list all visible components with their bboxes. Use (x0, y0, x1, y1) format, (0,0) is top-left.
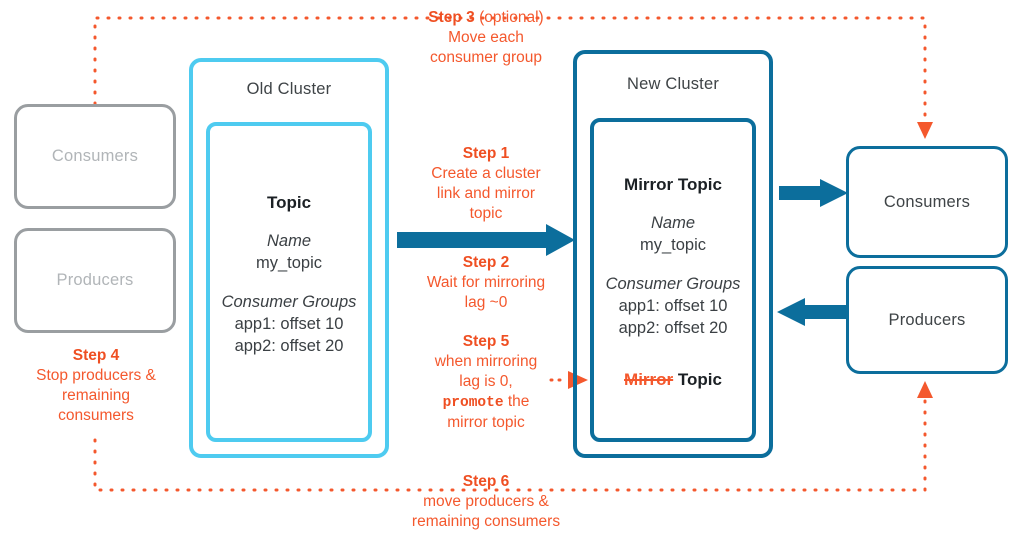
old-cluster-topic-box[interactable] (206, 122, 372, 442)
old-topic-groups-label: Consumer Groups (221, 292, 357, 311)
left-producers-label: Producers (56, 271, 134, 289)
new-topic-heading: Mirror Topic (624, 175, 722, 194)
step5-label: Step 5 (462, 333, 510, 350)
promoted-strike-text: Mirror (624, 370, 674, 389)
cluster-link-arrow-icon (397, 224, 575, 256)
step3-suffix: (optional) (474, 9, 544, 26)
old-topic-group-0: app1: offset 10 (234, 314, 344, 333)
old-cluster-title: Old Cluster (246, 80, 332, 98)
producers-to-new-cluster-arrow-icon (777, 298, 846, 326)
step1-line-1: link and mirror (436, 185, 536, 203)
step3-arrowhead-icon (917, 122, 933, 139)
step4-line-1: remaining (61, 387, 131, 405)
old-topic-content: Topic Name my_topic Consumer Groups app1… (206, 192, 372, 357)
old-topic-group-1: app2: offset 20 (234, 336, 344, 355)
step6-annotation: Step 6 move producers & remaining consum… (380, 472, 592, 532)
old-topic-name-label: Name (266, 232, 311, 251)
step2-annotation: Step 2 Wait for mirroring lag ~0 (392, 253, 580, 313)
step3-label: Step 3 (428, 9, 475, 26)
new-topic-group-1: app2: offset 20 (618, 318, 728, 337)
step4-label: Step 4 (72, 347, 120, 364)
new-cluster-to-consumers-arrow-icon (779, 179, 848, 207)
promoted-topic-label: Mirror Topic (590, 370, 756, 390)
left-producers-box[interactable]: Producers (14, 228, 176, 333)
step5-promote-command: promote (442, 395, 504, 412)
new-topic-groups-label: Consumer Groups (605, 274, 741, 293)
step3-annotation: Step 3 (optional) Move each consumer gro… (398, 8, 574, 68)
step5-line-3-rest: the (503, 393, 530, 411)
right-producers-label: Producers (888, 310, 966, 329)
step1-label: Step 1 (462, 145, 510, 162)
step2-line-0: Wait for mirroring (426, 274, 546, 292)
step4-line-0: Stop producers & (36, 367, 156, 385)
step5-annotation: Step 5 when mirroring lag is 0, promote … (398, 332, 574, 433)
step5-line-2: lag is 0, (459, 373, 513, 391)
right-consumers-label: Consumers (883, 192, 971, 211)
step1-line-0: Create a cluster (431, 165, 541, 183)
old-topic-heading: Topic (266, 193, 312, 212)
step4-line-2: consumers (58, 407, 134, 425)
new-topic-name-value: my_topic (639, 236, 707, 255)
old-cluster-box[interactable] (189, 58, 389, 458)
new-cluster-box[interactable] (573, 50, 773, 458)
right-producers-box[interactable]: Producers (846, 266, 1008, 374)
step3-line-0: Move each (448, 29, 524, 47)
step6-label: Step 6 (462, 473, 510, 490)
step2-line-1: lag ~0 (464, 294, 508, 312)
new-topic-group-0: app1: offset 10 (618, 296, 728, 315)
promoted-rest-text: Topic (673, 370, 722, 389)
step6-line-1: remaining consumers (411, 513, 561, 531)
step5-line-4: mirror topic (447, 414, 525, 432)
new-cluster-title: New Cluster (626, 75, 720, 93)
step6-line-0: move producers & (423, 493, 549, 511)
new-topic-content: Mirror Topic Name my_topic Consumer Grou… (590, 174, 756, 339)
step2-label: Step 2 (462, 254, 510, 271)
new-topic-name-label: Name (650, 214, 695, 233)
new-cluster-topic-box[interactable] (590, 118, 756, 442)
step1-annotation: Step 1 Create a cluster link and mirror … (398, 144, 574, 225)
step1-line-2: topic (469, 205, 503, 223)
left-consumers-box[interactable]: Consumers (14, 104, 176, 209)
left-consumers-label: Consumers (51, 147, 139, 165)
step3-line-1: consumer group (429, 49, 542, 67)
old-topic-name-value: my_topic (255, 254, 323, 273)
step6-arrowhead-icon (917, 381, 933, 398)
right-consumers-box[interactable]: Consumers (846, 146, 1008, 258)
step4-annotation: Step 4 Stop producers & remaining consum… (8, 346, 184, 427)
step5-line-1: when mirroring (434, 353, 538, 371)
